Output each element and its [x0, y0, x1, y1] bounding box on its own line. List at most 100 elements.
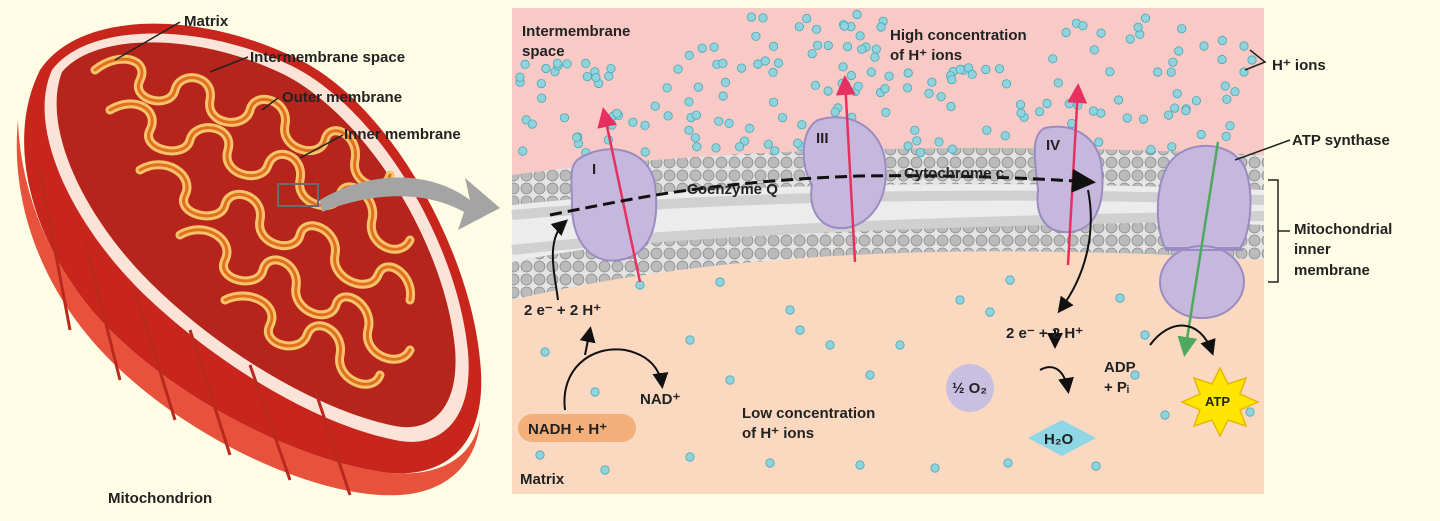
proton-dot: [768, 41, 779, 52]
proton-dot: [785, 305, 795, 315]
proton-dot: [711, 143, 721, 153]
label-mito-inner-line1: Mitochondrial: [1294, 221, 1392, 238]
proton-dot: [947, 144, 958, 154]
proton-dot: [1130, 370, 1140, 380]
proton-dot: [934, 137, 944, 147]
proton-dot: [765, 458, 775, 468]
label-mito-inner-line2: inner: [1294, 241, 1331, 258]
proton-dot: [718, 58, 728, 69]
label-low-conc-line1: Low concentration: [742, 405, 875, 422]
proton-dot: [693, 82, 704, 92]
mitochondrion-illustration: [16, 23, 482, 496]
proton-dot: [823, 86, 833, 96]
complex-III: [802, 116, 887, 230]
proton-dot: [552, 58, 563, 68]
proton-dot: [884, 71, 894, 81]
proton-dot: [684, 125, 694, 135]
proton-dot: [720, 77, 731, 88]
proton-dot: [810, 80, 821, 91]
proton-dot: [946, 101, 956, 112]
proton-dot: [793, 138, 803, 148]
proton-dot: [1053, 78, 1063, 88]
label-high-conc-line1: High concentration: [890, 27, 1027, 44]
proton-dot: [842, 41, 853, 52]
proton-dot: [1140, 330, 1150, 340]
proton-dot: [1166, 67, 1176, 77]
proton-dot: [1170, 103, 1180, 113]
proton-dot: [1094, 137, 1104, 147]
proton-dot: [1146, 145, 1156, 155]
proton-dot: [1138, 114, 1149, 124]
proton-dot: [853, 81, 863, 91]
proton-dot: [591, 72, 601, 83]
proton-dot: [902, 83, 913, 93]
proton-dot: [1003, 458, 1013, 468]
proton-dot: [967, 69, 977, 80]
proton-dot: [541, 63, 551, 74]
proton-dot: [607, 120, 617, 130]
proton-dot: [1153, 67, 1163, 77]
proton-dot: [955, 295, 965, 305]
label-outer-membrane: Outer membrane: [282, 89, 402, 106]
proton-dot: [1174, 46, 1184, 56]
atp-synthase: [1156, 144, 1252, 319]
proton-dot: [1220, 81, 1230, 91]
proton-dot: [763, 139, 773, 149]
proton-dot: [915, 148, 926, 158]
proton-dot: [606, 64, 616, 74]
proton-dot: [1042, 98, 1052, 109]
proton-dot: [947, 75, 957, 85]
proton-dot: [1015, 100, 1026, 110]
proton-dot: [1245, 407, 1255, 417]
proton-dot: [535, 450, 545, 460]
proton-dot: [1164, 110, 1174, 120]
proton-dot: [572, 132, 582, 142]
proton-dot: [1247, 55, 1257, 65]
proton-dot: [604, 71, 614, 81]
proton-dot: [662, 83, 672, 93]
proton-dot: [734, 142, 745, 152]
proton-dot: [895, 340, 905, 350]
proton-dot: [684, 50, 694, 61]
reaction-arrows: [550, 189, 1216, 411]
proton-dot: [1115, 293, 1125, 303]
proton-dot: [846, 70, 856, 81]
proton-dot: [1181, 106, 1191, 116]
proton-dot: [1199, 41, 1209, 51]
proton-dot: [520, 59, 530, 70]
proton-dot: [1061, 27, 1071, 38]
proton-dot: [802, 13, 812, 24]
proton-dot: [1096, 28, 1106, 38]
label-h-ions: H⁺ ions: [1272, 57, 1326, 74]
proton-dot: [650, 101, 660, 111]
proton-dot: [930, 463, 940, 473]
proton-dot: [684, 97, 694, 107]
proton-dot: [746, 12, 757, 22]
label-atp-synthase: ATP synthase: [1292, 132, 1390, 149]
label-low-conc-line2: of H⁺ ions: [742, 425, 814, 442]
proton-dot: [1217, 54, 1227, 65]
proton-dot: [839, 21, 849, 31]
proton-dot: [690, 133, 701, 143]
proton-dot: [770, 146, 780, 156]
proton-dot: [1089, 45, 1099, 55]
proton-dot: [823, 40, 833, 51]
proton-dot: [718, 91, 728, 101]
proton-dot: [685, 335, 695, 345]
proton-dot: [1122, 113, 1132, 123]
proton-dot: [881, 107, 891, 118]
proton-dot: [1191, 96, 1202, 106]
proton-dot: [1048, 54, 1058, 64]
proton-dot: [1239, 41, 1249, 51]
label-adp-line2: + Pᵢ: [1104, 379, 1129, 396]
proton-dot: [855, 31, 865, 41]
proton-dot: [1221, 131, 1231, 141]
proton-dot: [981, 64, 991, 75]
proton-dot: [1222, 94, 1232, 104]
proton-dot: [685, 452, 695, 462]
proton-dot: [697, 43, 707, 53]
label-mito-inner-line3: membrane: [1294, 262, 1370, 279]
label-electrons-left: 2 e⁻ + 2 H⁺: [524, 302, 601, 319]
label-atp: ATP: [1205, 394, 1230, 409]
